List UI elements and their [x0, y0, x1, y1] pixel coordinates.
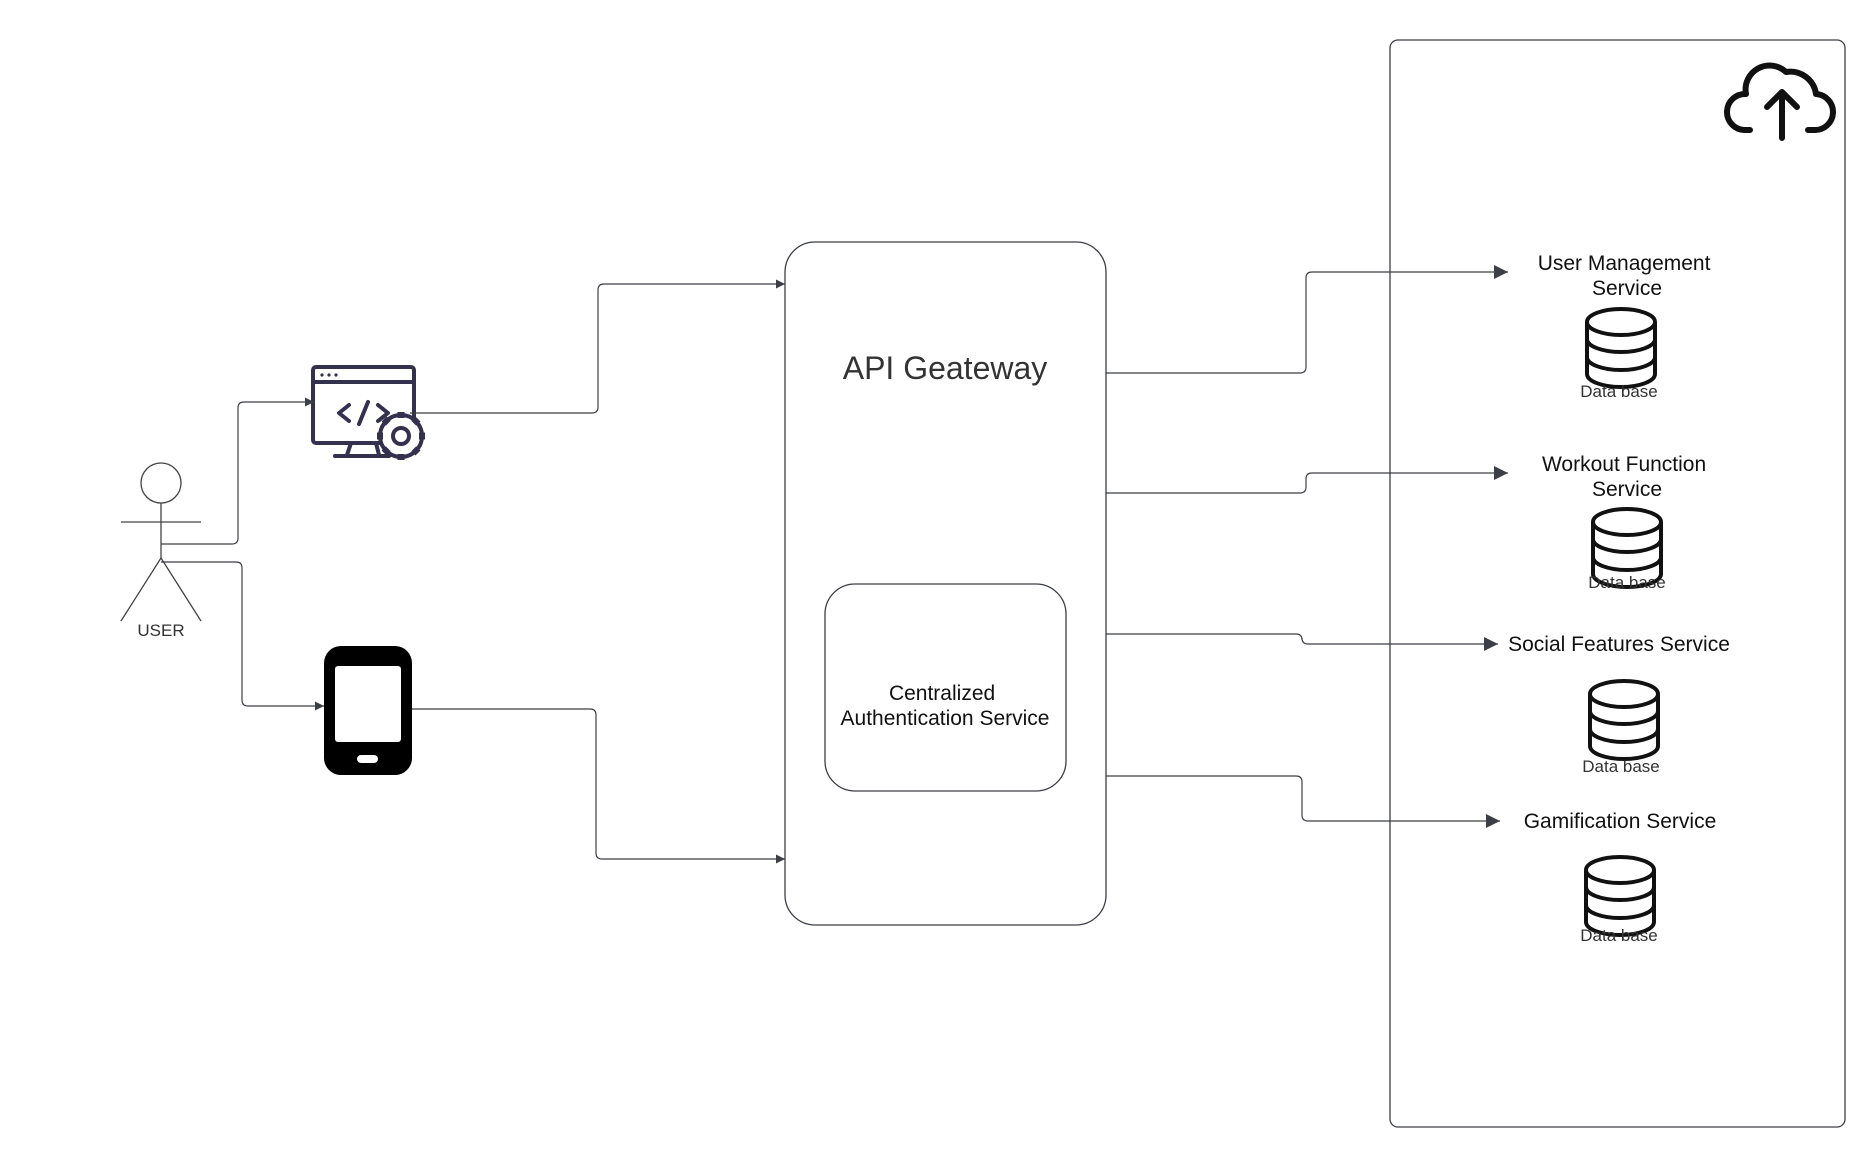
connector-gateway-to-user-management	[1106, 265, 1508, 374]
database-label: Data base	[1580, 926, 1658, 945]
service-label-user-management: User Management Service	[1538, 252, 1717, 300]
connector-user-to-web	[161, 397, 314, 545]
web-app-code-gear-icon	[311, 365, 425, 460]
user-actor-label: USER	[137, 621, 184, 640]
service-label-user-management-line2: Service	[1592, 277, 1662, 300]
database-label: Data base	[1580, 382, 1658, 401]
connector-gateway-to-workout	[1106, 466, 1508, 494]
service-label-workout-function-line1: Workout Function	[1542, 453, 1706, 476]
user-actor-icon	[120, 462, 202, 622]
auth-service-label: Centralized Authentication Service	[841, 682, 1050, 730]
connector-user-to-mobile	[161, 561, 324, 711]
service-label-workout-function: Workout Function Service	[1542, 453, 1712, 501]
api-gateway-title: API Geateway	[843, 350, 1048, 386]
auth-service-box	[824, 583, 1067, 792]
auth-service-label-line1: Centralized	[889, 682, 995, 705]
connector-gateway-to-gamification	[1106, 775, 1500, 828]
connector-gateway-to-social	[1106, 633, 1498, 651]
database-label: Data base	[1588, 573, 1666, 592]
service-label-workout-function-line2: Service	[1592, 478, 1662, 501]
service-label-gamification: Gamification Service	[1524, 810, 1717, 833]
cloud-container	[1389, 39, 1846, 1128]
connector-mobile-to-gateway	[412, 708, 785, 864]
connector-web-to-gateway	[410, 279, 785, 414]
mobile-phone-icon	[324, 646, 412, 775]
service-label-social-features: Social Features Service	[1508, 633, 1730, 656]
database-label: Data base	[1582, 757, 1660, 776]
cloud-upload-icon	[1723, 62, 1837, 141]
auth-service-label-line2: Authentication Service	[841, 707, 1050, 730]
service-label-user-management-line1: User Management	[1538, 252, 1711, 275]
